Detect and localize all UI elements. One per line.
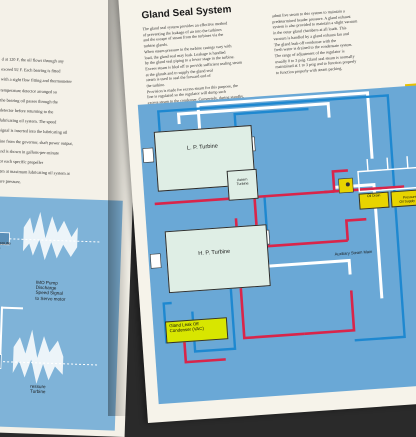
red-pipes bbox=[154, 169, 405, 364]
left-page-text-line: d at 120 F, the oil flows through any bbox=[1, 56, 65, 64]
pressure-oil-supply-label: Pressure Oil Supply bbox=[399, 194, 416, 204]
text-column-2: admit live steam to this system to maint… bbox=[272, 4, 416, 76]
diagram-panel: L. P. Turbine Astern Turbine H. P. Turbi… bbox=[137, 85, 416, 405]
bottom-turbine-label: ressure Turbine bbox=[30, 383, 46, 395]
left-page-text-line: exceed 92 F. Each bearing is fitted bbox=[1, 66, 61, 74]
pressure-oil-supply-box: Pressure Oil Supply bbox=[390, 189, 416, 208]
left-page-text-line: temperature detector arranged so bbox=[0, 87, 58, 95]
book-spine-shadow bbox=[108, 0, 130, 416]
left-diagram-drawing bbox=[0, 211, 102, 384]
left-page-text: d at 120 F, the oil flows through any exc… bbox=[0, 56, 104, 192]
left-page-text-line: rpm at maximum lubricating oil system at bbox=[0, 168, 70, 177]
low-pressure-turbine-label: ow Pressure Turbine bbox=[0, 240, 11, 250]
oil-drain-box: Oil Drain bbox=[358, 191, 390, 210]
right-page: Gland Seal System The gland seal system … bbox=[118, 0, 416, 423]
left-page-text-line: detector before returning to the bbox=[0, 107, 54, 115]
left-page-text-line: sure pressure. bbox=[0, 178, 22, 185]
oil-drain-label: Oil Drain bbox=[366, 193, 381, 199]
left-diagram-panel: ow Pressure Turbine IMO Pump Discharge S… bbox=[0, 195, 123, 431]
left-page: d at 120 F, the oil flows through any exc… bbox=[0, 0, 140, 437]
left-page-text-line: lubricating oil system. The speed bbox=[0, 117, 57, 125]
astern-turbine-label: Astern Turbine bbox=[236, 177, 249, 187]
page-title: Gland Seal System bbox=[141, 4, 232, 22]
left-page-text-line: for each specific propeller bbox=[0, 158, 44, 165]
hp-turbine bbox=[164, 224, 271, 294]
left-page-text-line: line from the governor, shaft power outp… bbox=[0, 138, 73, 146]
left-page-text-line: signal is inserted into the lubricating … bbox=[0, 127, 68, 136]
left-page-text-line: with a sight flow fitting and thermomete… bbox=[0, 76, 72, 85]
left-page-text-line: the bearing oil passes through the bbox=[0, 97, 58, 105]
gland-leak-off-condenser-label: Gland Leak Off Condenser (VAC) bbox=[169, 321, 205, 334]
left-page-text-line: and is shown in gallons-per-minute bbox=[0, 148, 60, 156]
gland-leak-off-condenser-box: Gland Leak Off Condenser (VAC) bbox=[164, 317, 229, 344]
imo-pump-label: IMO Pump Discharge Speed Signal to Servo… bbox=[35, 279, 66, 302]
